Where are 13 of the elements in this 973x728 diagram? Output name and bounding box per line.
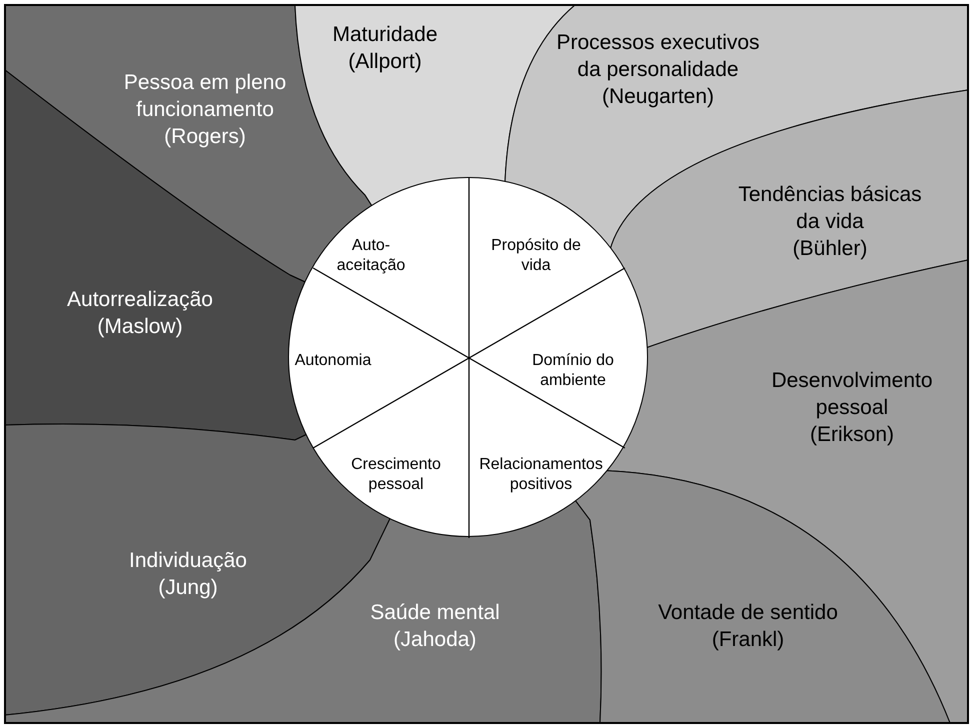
- region-label: Vontade de sentido (Frankl): [628, 599, 868, 653]
- region-label: Desenvolvimento pessoal (Erikson): [747, 367, 957, 448]
- region-label: Processos executivos da personalidade (Neugarten): [543, 29, 773, 110]
- wedge-label: Relacionamentos positivos: [471, 455, 611, 495]
- region-label: Individuação (Jung): [93, 547, 283, 601]
- region-label: Tendências básicas da vida (Bühler): [730, 181, 930, 262]
- wedge-label: Domínio do ambiente: [518, 351, 628, 391]
- wedge-label: Autonomia: [278, 351, 388, 371]
- wedge-label: Auto-aceitação: [336, 236, 406, 276]
- region-label: Saúde mental (Jahoda): [345, 599, 525, 653]
- wedge-label: Crescimento pessoal: [341, 455, 451, 495]
- region-label: Autorrealização (Maslow): [25, 286, 255, 340]
- wedge-label: Propósito de vida: [481, 236, 591, 276]
